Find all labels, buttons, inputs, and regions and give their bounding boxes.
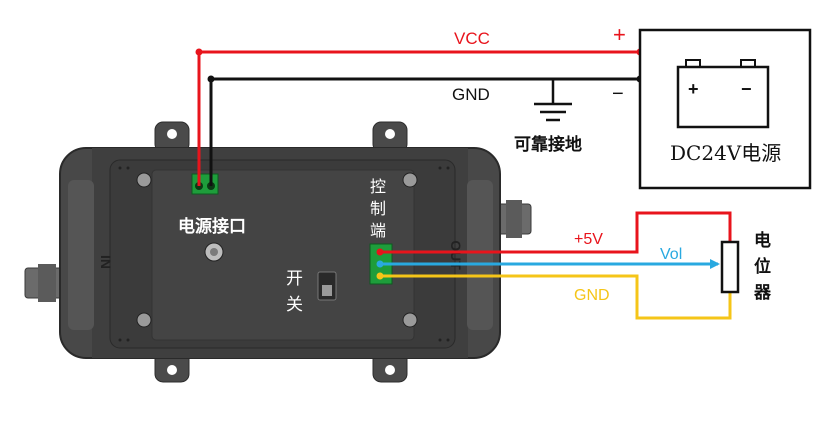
pot-label-2: 位 [754,256,771,277]
potentiometer-resistor [720,240,740,294]
battery-icon [676,59,770,129]
battery-minus: − [741,79,752,99]
gnd-label: GND [452,85,490,104]
power-port-label: 电源接口 [178,216,246,237]
switch-label-2: 关 [286,295,303,315]
ground-caption: 可靠接地 [514,134,582,155]
plus5v-label: +5V [574,231,603,248]
pot-gnd-wire [380,274,732,320]
side-in-label: IN [98,255,114,269]
pot-label-1: 电 [754,230,771,251]
battery-plus: + [688,79,699,99]
pot-gnd-label: GND [574,287,610,304]
ground-symbol [534,79,572,122]
control-label-3: 端 [370,221,386,240]
vcc-label: VCC [454,29,490,48]
switch-label-1: 开 [286,269,303,289]
plus5v-wire [380,211,732,254]
vol-label: Vol [660,246,682,263]
pot-label-3: 器 [753,283,772,303]
minus-sign: − [612,83,624,105]
side-out-label: OUT [448,240,464,270]
plus-sign: + [613,22,626,47]
control-label-2: 制 [370,199,386,218]
control-label-1: 控 [370,177,386,196]
power-supply-label: DC24V电源 [670,141,781,165]
